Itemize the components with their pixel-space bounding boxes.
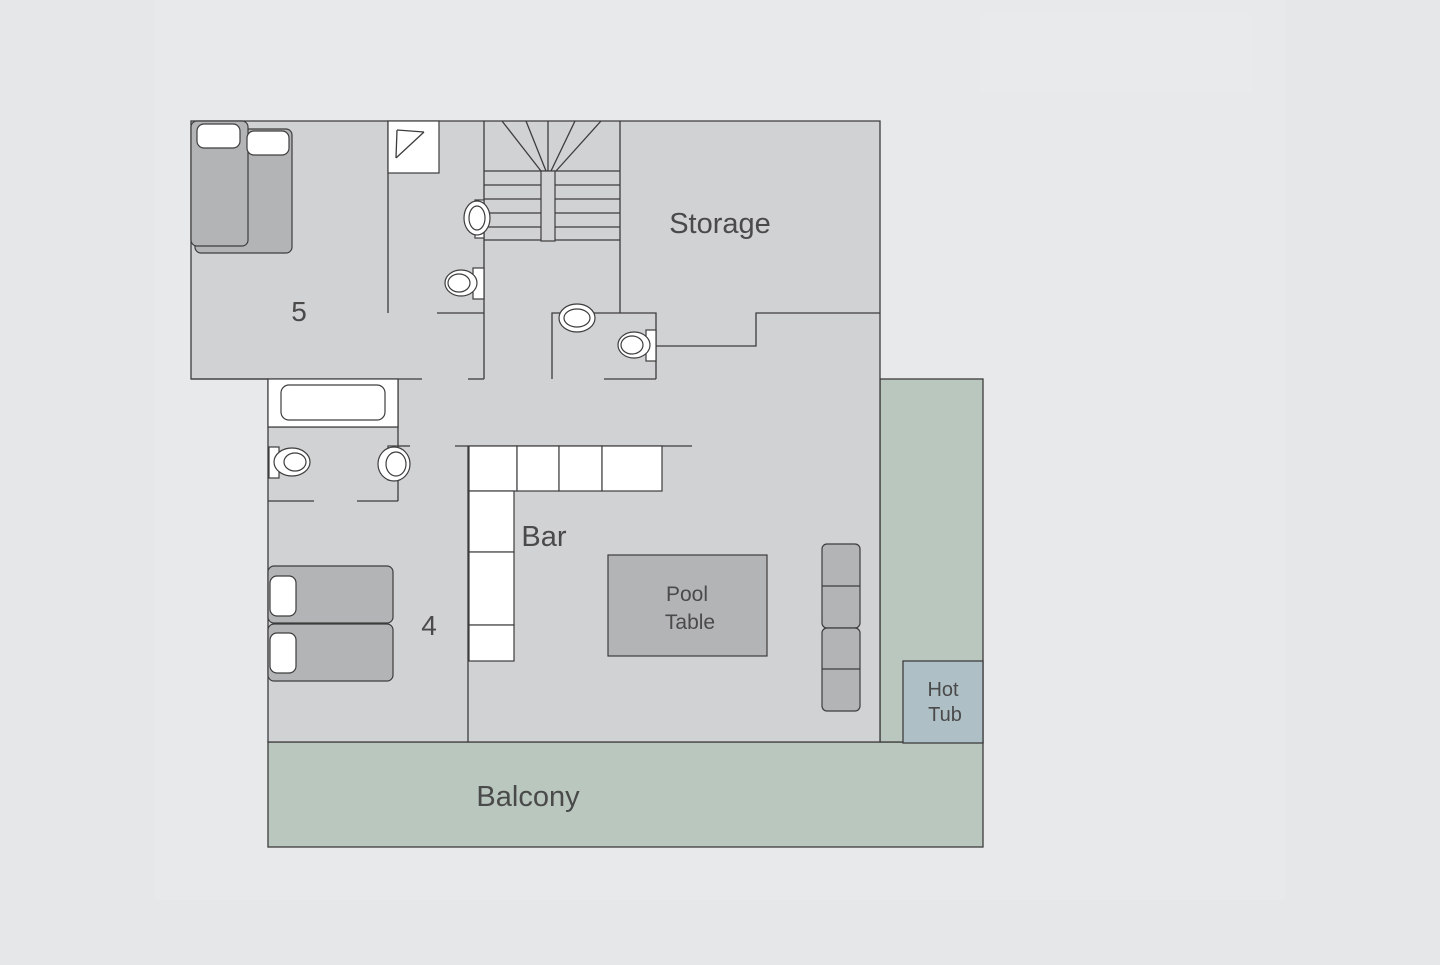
bedroom-5-label: 5: [291, 296, 307, 327]
bedroom-4-label: 4: [421, 610, 437, 641]
sofa-icon: [821, 543, 861, 629]
staircase: [484, 120, 620, 242]
shower: [387, 120, 440, 174]
page-panel-corner: [980, 14, 1252, 92]
toilet-icon: [617, 329, 657, 362]
pool-table: [607, 554, 768, 657]
bed-icon: [267, 565, 394, 624]
balcony-label: Balcony: [476, 781, 580, 813]
pool-table-label-line1: Pool: [666, 583, 708, 606]
bar-counter: [468, 445, 663, 662]
toilet-icon: [268, 446, 311, 479]
bed-icon: [190, 120, 293, 254]
sofa-icon: [821, 627, 861, 712]
toilet-icon: [558, 303, 596, 333]
bed-icon: [267, 623, 394, 682]
hot-tub-label-line2: Tub: [928, 704, 962, 726]
hot-tub-label-line1: Hot: [927, 679, 959, 701]
bathtub: [267, 378, 399, 428]
storage-label: Storage: [669, 208, 771, 240]
bar-label: Bar: [521, 521, 566, 553]
hot-tub: [902, 660, 984, 744]
toilet-icon: [377, 445, 411, 482]
toilet-icon: [444, 267, 485, 300]
pool-table-label-line2: Table: [665, 611, 715, 634]
balcony-area: [267, 741, 984, 848]
toilet-icon: [463, 199, 491, 239]
